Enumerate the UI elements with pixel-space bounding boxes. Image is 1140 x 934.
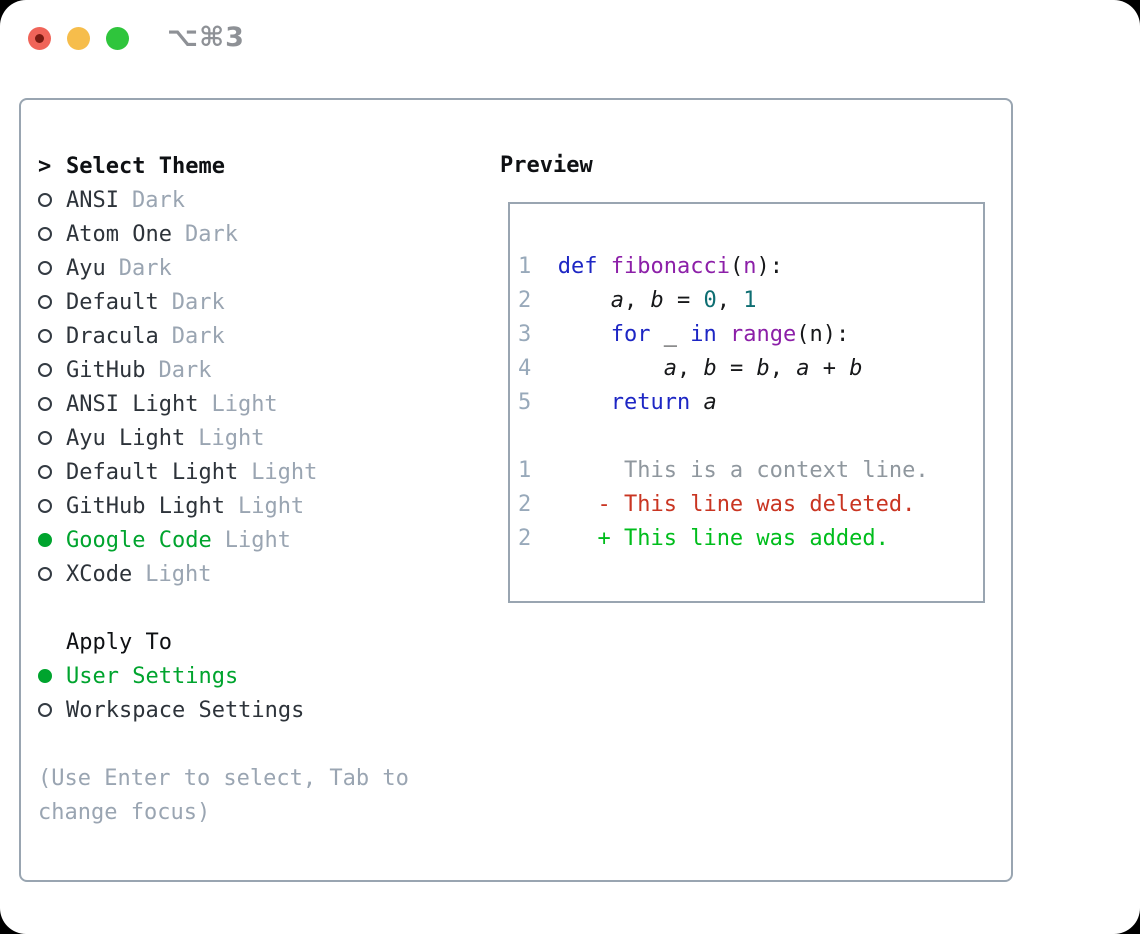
theme-variant-tag: Light bbox=[198, 425, 265, 451]
theme-variant-tag: Dark bbox=[171, 323, 225, 349]
radio-icon bbox=[38, 431, 66, 445]
close-button[interactable] bbox=[28, 27, 51, 50]
apply-to-header: Apply To bbox=[38, 625, 409, 659]
theme-option-label: XCode bbox=[66, 561, 133, 587]
code-line: 4 a, b = b, a + b bbox=[518, 356, 863, 381]
theme-option[interactable]: Default Light Light bbox=[38, 455, 409, 489]
diff-context-line: 1 This is a context line. bbox=[518, 458, 929, 483]
theme-option[interactable]: Google Code Light bbox=[38, 523, 409, 557]
theme-option-label: GitHub Light bbox=[66, 493, 225, 519]
theme-variant-tag: Dark bbox=[184, 221, 238, 247]
select-theme-header: > Select Theme bbox=[38, 149, 409, 183]
code-line: 3 for _ in range(n): bbox=[518, 322, 850, 347]
theme-option[interactable]: ANSI Dark bbox=[38, 183, 409, 217]
close-button-dot-icon bbox=[35, 34, 44, 43]
theme-option-label: ANSI Light bbox=[66, 391, 199, 417]
apply-option-label: User Settings bbox=[66, 663, 239, 689]
hint-line-text: (Use Enter to select, Tab to bbox=[38, 765, 409, 791]
theme-option[interactable]: GitHub Light Light bbox=[38, 489, 409, 523]
theme-option[interactable]: Ayu Light Light bbox=[38, 421, 409, 455]
radio-icon bbox=[38, 363, 66, 377]
theme-variant-tag: Light bbox=[237, 493, 305, 519]
radio-icon bbox=[38, 227, 66, 241]
keyboard-shortcut-label: ⌥⌘3 bbox=[167, 22, 245, 53]
diff-added-line: 2 + This line was added. bbox=[518, 526, 889, 551]
radio-icon bbox=[38, 295, 66, 309]
theme-option-label: GitHub bbox=[66, 357, 146, 383]
theme-option-label: Ayu Light bbox=[66, 425, 186, 451]
theme-option[interactable]: Ayu Dark bbox=[38, 251, 409, 285]
blank-line bbox=[518, 420, 983, 454]
hint-text: (Use Enter to select, Tab to change focus… bbox=[38, 761, 409, 829]
theme-variant-tag: Dark bbox=[118, 255, 172, 281]
select-theme-title: Select Theme bbox=[66, 153, 225, 179]
preview-pane: 1 def fibonacci(n): 2 a, b = 0, 1 3 for _ … bbox=[508, 202, 985, 603]
apply-option-label: Workspace Settings bbox=[66, 697, 305, 723]
theme-option-label: ANSI bbox=[66, 187, 119, 213]
apply-option[interactable]: Workspace Settings bbox=[38, 693, 409, 727]
zoom-button[interactable] bbox=[106, 27, 129, 50]
radio-icon bbox=[38, 567, 66, 581]
theme-variant-tag: Dark bbox=[131, 187, 185, 213]
spacer-row bbox=[38, 591, 409, 625]
hint-line: (Use Enter to select, Tab to bbox=[38, 761, 409, 795]
theme-variant-tag: Light bbox=[251, 459, 318, 485]
theme-variant-tag: Dark bbox=[171, 289, 225, 315]
theme-variant-tag: Dark bbox=[158, 357, 212, 383]
code-line: 5 return a bbox=[518, 390, 717, 415]
theme-option[interactable]: Default Dark bbox=[38, 285, 409, 319]
theme-option-label: Google Code bbox=[66, 527, 212, 553]
hint-line-text: change focus) bbox=[38, 799, 211, 825]
theme-option-label: Ayu bbox=[66, 255, 106, 281]
prompt-marker-icon: > bbox=[38, 153, 52, 179]
preview-title: Preview bbox=[500, 153, 593, 178]
spacer-row bbox=[38, 727, 409, 761]
theme-option-label: Default Light bbox=[66, 459, 239, 485]
radio-icon bbox=[38, 397, 66, 411]
theme-variant-tag: Light bbox=[224, 527, 291, 553]
theme-variant-tag: Light bbox=[145, 561, 212, 587]
theme-option[interactable]: Dracula Dark bbox=[38, 319, 409, 353]
radio-icon bbox=[38, 499, 66, 513]
radio-icon bbox=[38, 703, 66, 717]
diff-deleted-line: 2 - This line was deleted. bbox=[518, 492, 916, 517]
radio-selected-icon bbox=[38, 533, 66, 547]
theme-option-label: Default bbox=[66, 289, 159, 315]
theme-option-label: Dracula bbox=[66, 323, 159, 349]
minimize-button[interactable] bbox=[67, 27, 90, 50]
radio-icon bbox=[38, 465, 66, 479]
radio-selected-icon bbox=[38, 669, 66, 683]
theme-option[interactable]: XCode Light bbox=[38, 557, 409, 591]
theme-option[interactable]: GitHub Dark bbox=[38, 353, 409, 387]
theme-variant-tag: Light bbox=[211, 391, 278, 417]
radio-icon bbox=[38, 261, 66, 275]
radio-icon bbox=[38, 193, 66, 207]
apply-to-title: Apply To bbox=[66, 629, 172, 655]
radio-icon bbox=[38, 329, 66, 343]
title-bar: ⌥⌘3 bbox=[0, 0, 1140, 78]
theme-option[interactable]: ANSI Light Light bbox=[38, 387, 409, 421]
theme-option[interactable]: Atom One Dark bbox=[38, 217, 409, 251]
theme-option-label: Atom One bbox=[66, 221, 172, 247]
code-line: 1 def fibonacci(n): bbox=[518, 254, 783, 279]
apply-option[interactable]: User Settings bbox=[38, 659, 409, 693]
code-line: 2 a, b = 0, 1 bbox=[518, 288, 757, 313]
hint-line: change focus) bbox=[38, 795, 409, 829]
